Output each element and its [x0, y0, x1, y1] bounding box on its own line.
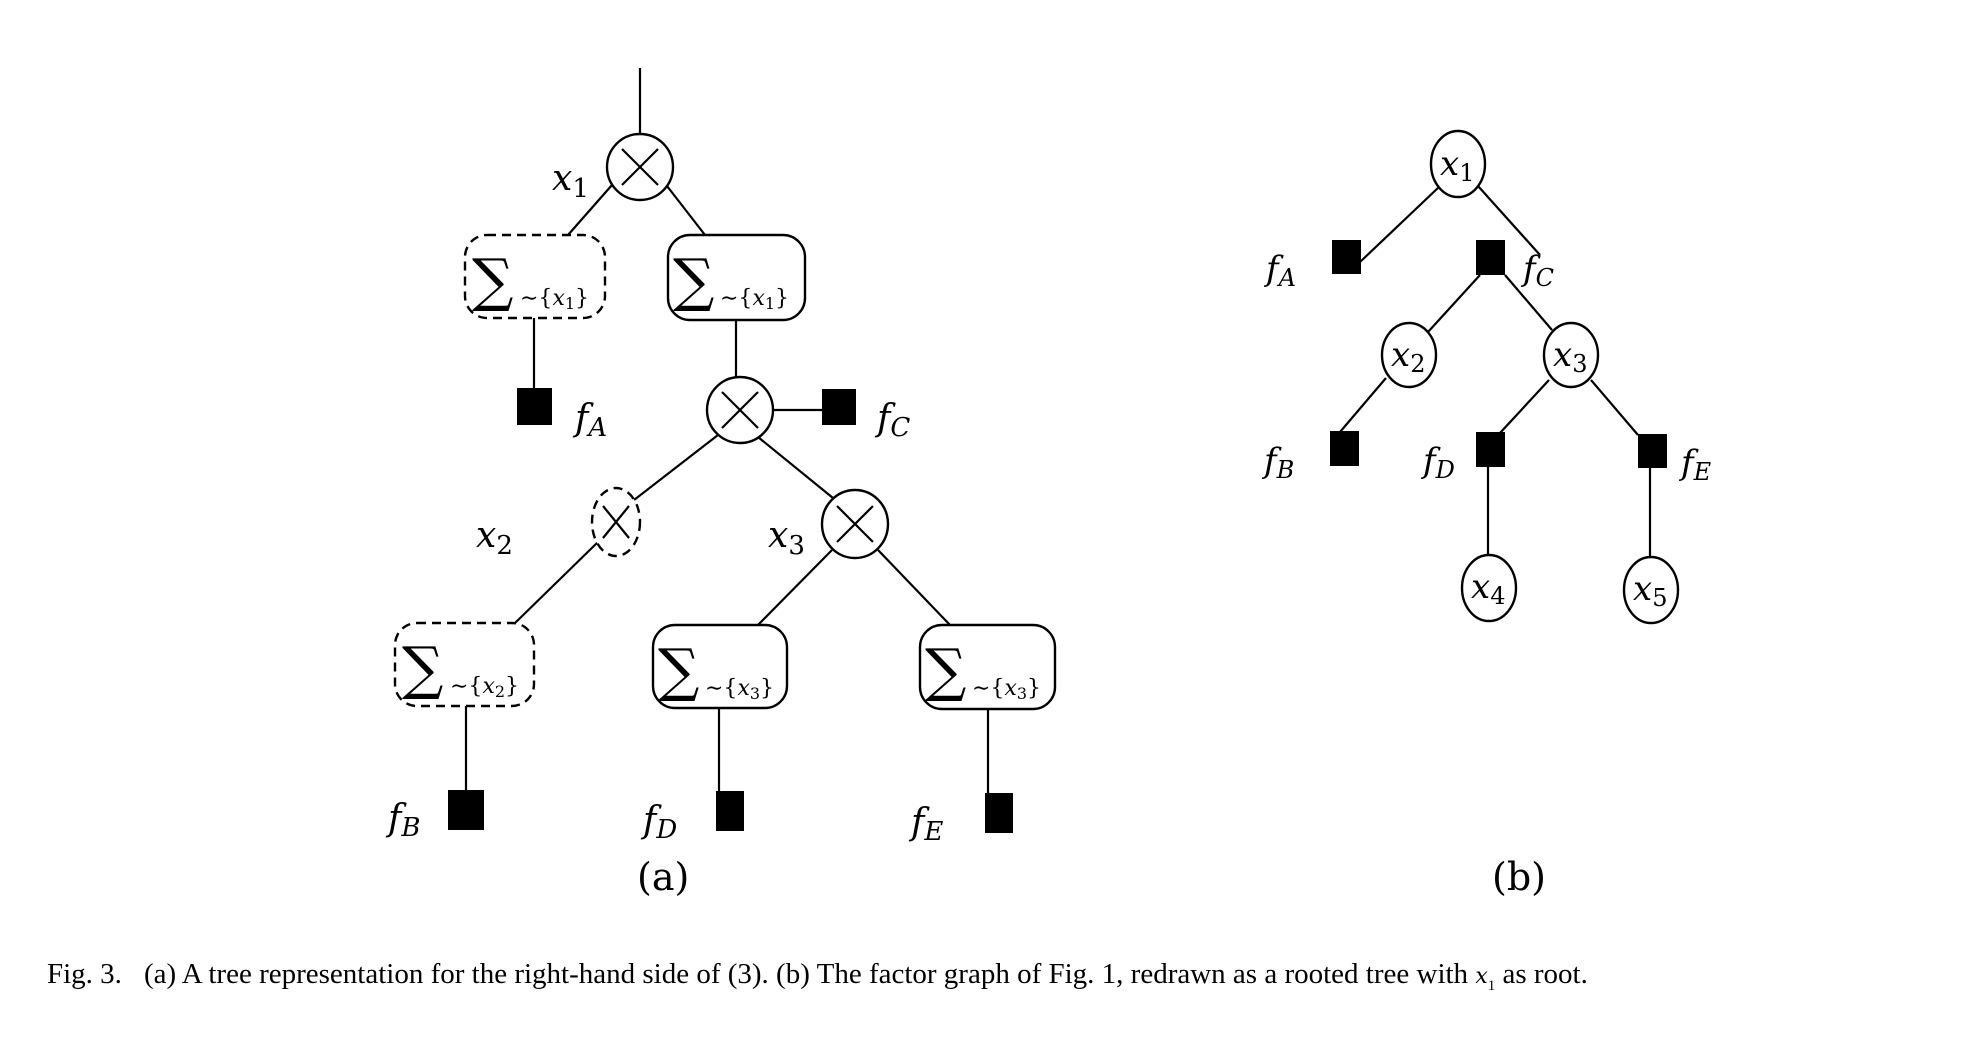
caption-math-sub: 1 [1487, 977, 1496, 994]
svg-text:∑: ∑ [402, 634, 443, 702]
label-x1: x1 [552, 158, 589, 204]
svg-text:x1: x1 [1440, 144, 1474, 187]
factor-fc-square [1476, 240, 1505, 275]
caption-text-before: (a) A tree representation for the right-… [143, 958, 1476, 990]
edge-x1-sum-left [567, 184, 613, 236]
caption-text-after: as root. [1495, 958, 1588, 990]
svg-text:∑: ∑ [673, 246, 714, 314]
svg-text:∼{x1}: ∼{x1} [520, 286, 589, 313]
panel-b-label: (b) [1492, 855, 1546, 899]
var-node-x1: x1 [1429, 129, 1487, 199]
svg-text:x2: x2 [1391, 335, 1425, 378]
sum-box-x1-solid: ∑ ∼{x1} [666, 233, 807, 322]
factor-fb-square [1330, 431, 1359, 466]
var-node-x2: x2 [1380, 321, 1438, 389]
edge-x2-sum [514, 541, 599, 624]
panel-b: x1 x2 x3 x4 x5 fA fC fB fD fE (b) [1261, 129, 1712, 899]
factor-fd-square [1476, 432, 1505, 467]
svg-text:∼{x1}: ∼{x1} [720, 286, 789, 313]
label-fd: fD [640, 800, 677, 845]
label-fe: fE [1678, 443, 1712, 486]
edge-x3-fe [1590, 379, 1639, 436]
edge-x2-fb [1339, 377, 1387, 433]
panel-a-label: (a) [637, 855, 689, 899]
sum-box-x2-dashed: ∑ ∼{x2} [393, 621, 536, 708]
svg-text:x3: x3 [1553, 335, 1587, 378]
svg-text:∑: ∑ [925, 636, 966, 704]
edge-product-x3 [757, 436, 834, 499]
factor-fb-square [448, 790, 484, 830]
factor-fc-square [822, 389, 856, 425]
svg-text:∑: ∑ [472, 246, 513, 314]
svg-text:∼{x2}: ∼{x2} [450, 674, 519, 701]
product-node-x2-dashed [590, 486, 642, 558]
label-fc: fC [1520, 249, 1554, 292]
edge-x3-sum-d [757, 549, 833, 626]
label-x2: x2 [476, 515, 513, 561]
factor-fa-square [1332, 240, 1361, 274]
panel-a: x1 x2 x3 ∑ ∼{x1} ∑ ∼{x1} ∑ ∼{x2} ∑ ∼{x3}… [385, 68, 1057, 899]
caption-fig-label: Fig. 3. [47, 958, 122, 990]
edge-product-x2 [633, 434, 719, 501]
product-node-x1 [605, 132, 675, 202]
svg-text:∼{x3}: ∼{x3} [972, 676, 1041, 703]
edge-fc-x3 [1504, 274, 1553, 331]
figure-caption: Fig. 3. (a) A tree representation for the… [47, 958, 1588, 995]
var-node-x3: x3 [1542, 321, 1600, 389]
label-x3: x3 [768, 515, 805, 561]
svg-text:x5: x5 [1633, 569, 1667, 612]
product-node-center [705, 375, 775, 445]
factor-fe-square [1638, 434, 1667, 468]
label-fc: fC [874, 398, 910, 443]
label-fb: fB [1261, 441, 1294, 484]
edge-x1-fa [1359, 186, 1440, 263]
edge-x1-sum-right [666, 185, 706, 236]
sum-box-x3-left: ∑ ∼{x3} [651, 623, 789, 710]
factor-fd-square [716, 791, 744, 831]
edge-x3-sum-e [877, 549, 951, 626]
label-fa: fA [1263, 249, 1296, 292]
caption-math-var: x [1475, 964, 1488, 989]
edge-x1-fc [1477, 185, 1541, 256]
sum-box-x3-right: ∑ ∼{x3} [918, 623, 1057, 711]
factor-fe-square [985, 793, 1013, 833]
svg-text:∼{x3}: ∼{x3} [705, 676, 774, 703]
var-node-x4: x4 [1460, 553, 1518, 623]
edge-x3-fd [1499, 379, 1550, 434]
product-node-x3 [820, 488, 890, 560]
label-fa: fA [572, 398, 607, 443]
label-fe: fE [908, 802, 943, 847]
sum-box-x1-dashed: ∑ ∼{x1} [463, 233, 607, 320]
edge-fc-x2 [1427, 274, 1481, 333]
label-fb: fB [385, 798, 420, 843]
label-fd: fD [1420, 441, 1455, 484]
svg-text:∑: ∑ [658, 636, 699, 704]
var-node-x5: x5 [1622, 555, 1680, 625]
svg-text:x4: x4 [1471, 567, 1505, 610]
factor-fa-square [517, 388, 552, 425]
